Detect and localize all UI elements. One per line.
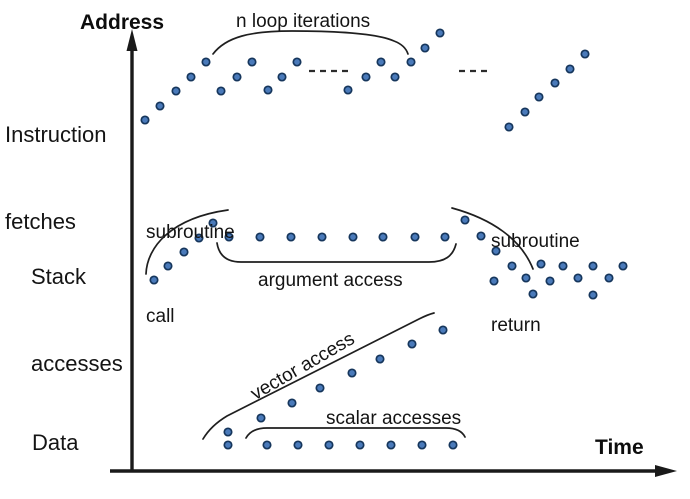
data-point-instruction-fetches <box>155 101 165 111</box>
data-point-instruction-fetches <box>534 92 544 102</box>
data-point-stack-accesses <box>588 290 598 300</box>
data-point-instruction-fetches <box>343 85 353 95</box>
data-point-data-accesses <box>407 339 417 349</box>
scalar-accesses-brace <box>245 427 466 439</box>
row-label-instruction-fetches: Instruction fetches <box>5 62 107 294</box>
x-axis-arrow-icon <box>655 465 677 477</box>
data-point-stack-accesses <box>507 261 517 271</box>
annotation-loop-iterations: n loop iterations <box>236 11 371 32</box>
data-point-instruction-fetches <box>520 107 530 117</box>
data-point-stack-accesses <box>224 232 234 242</box>
data-point-stack-accesses <box>163 261 173 271</box>
data-point-instruction-fetches <box>232 72 242 82</box>
data-point-instruction-fetches <box>201 57 211 67</box>
data-point-data-accesses <box>438 325 448 335</box>
x-axis-title: Time <box>595 436 644 459</box>
data-point-instruction-fetches <box>277 72 287 82</box>
annotation-line: call <box>146 306 175 327</box>
data-point-stack-accesses <box>604 273 614 283</box>
data-point-instruction-fetches <box>550 78 560 88</box>
annotation-line: subroutine <box>491 231 580 252</box>
data-point-data-accesses <box>355 440 365 450</box>
data-point-stack-accesses <box>476 231 486 241</box>
data-point-data-accesses <box>375 354 385 364</box>
data-point-stack-accesses <box>558 261 568 271</box>
data-point-instruction-fetches <box>171 86 181 96</box>
data-point-stack-accesses <box>491 246 501 256</box>
data-point-data-accesses <box>223 427 233 437</box>
vector-access-line <box>202 312 435 440</box>
data-point-stack-accesses <box>410 232 420 242</box>
row-label-line: Instruction <box>5 122 107 147</box>
dots-layer <box>140 28 628 450</box>
data-point-instruction-fetches <box>263 85 273 95</box>
data-point-instruction-fetches <box>247 57 257 67</box>
y-axis-arrow-icon <box>126 29 138 51</box>
data-point-instruction-fetches <box>216 86 226 96</box>
data-point-stack-accesses <box>521 273 531 283</box>
data-point-data-accesses <box>287 398 297 408</box>
data-point-stack-accesses <box>255 232 265 242</box>
data-point-instruction-fetches <box>406 57 416 67</box>
data-point-instruction-fetches <box>390 72 400 82</box>
data-point-data-accesses <box>347 368 357 378</box>
data-point-instruction-fetches <box>504 122 514 132</box>
data-point-instruction-fetches <box>361 72 371 82</box>
data-point-instruction-fetches <box>140 115 150 125</box>
data-point-instruction-fetches <box>376 57 386 67</box>
data-point-stack-accesses <box>618 261 628 271</box>
data-point-stack-accesses <box>348 232 358 242</box>
row-label-line: Stack <box>31 264 87 289</box>
data-point-stack-accesses <box>179 247 189 257</box>
annotation-scalar-accesses: scalar accesses <box>326 408 462 429</box>
data-point-data-accesses <box>293 440 303 450</box>
data-point-stack-accesses <box>440 232 450 242</box>
data-point-stack-accesses <box>489 276 499 286</box>
row-label-stack-accesses: Stack accesses <box>31 204 123 436</box>
data-point-data-accesses <box>324 440 334 450</box>
data-point-data-accesses <box>417 440 427 450</box>
annotation-subroutine-return: subroutine return <box>491 172 580 396</box>
data-point-stack-accesses <box>317 232 327 242</box>
data-point-stack-accesses <box>208 218 218 228</box>
data-point-stack-accesses <box>194 233 204 243</box>
data-point-instruction-fetches <box>420 43 430 53</box>
subroutine-call-curve <box>145 209 229 275</box>
data-point-stack-accesses <box>536 259 546 269</box>
subroutine-return-curve <box>451 207 534 270</box>
data-point-stack-accesses <box>149 275 159 285</box>
data-point-stack-accesses <box>528 289 538 299</box>
data-point-data-accesses <box>262 440 272 450</box>
row-label-line: Data <box>32 430 79 455</box>
data-point-data-accesses <box>315 383 325 393</box>
row-label-data-accesses: Data accesses <box>32 370 124 499</box>
data-point-data-accesses <box>223 440 233 450</box>
data-point-data-accesses <box>448 440 458 450</box>
row-label-line: fetches <box>5 209 76 234</box>
data-point-stack-accesses <box>286 232 296 242</box>
data-point-stack-accesses <box>378 232 388 242</box>
data-point-instruction-fetches <box>292 57 302 67</box>
data-point-stack-accesses <box>460 215 470 225</box>
annotation-line: return <box>491 315 541 336</box>
data-point-stack-accesses <box>588 261 598 271</box>
data-point-instruction-fetches <box>565 64 575 74</box>
data-point-instruction-fetches <box>186 72 196 82</box>
argument-access-brace <box>216 242 457 263</box>
row-label-line: accesses <box>31 351 123 376</box>
data-point-data-accesses <box>256 413 266 423</box>
annotation-argument-access: argument access <box>258 270 403 291</box>
data-point-data-accesses <box>386 440 396 450</box>
loop-iterations-brace <box>212 30 409 55</box>
annotation-subroutine-call: subroutine call <box>146 163 235 387</box>
data-point-instruction-fetches <box>435 28 445 38</box>
data-point-stack-accesses <box>573 273 583 283</box>
y-axis-title: Address <box>80 11 165 34</box>
data-point-instruction-fetches <box>580 49 590 59</box>
annotation-line: subroutine <box>146 222 235 243</box>
data-point-stack-accesses <box>545 276 555 286</box>
